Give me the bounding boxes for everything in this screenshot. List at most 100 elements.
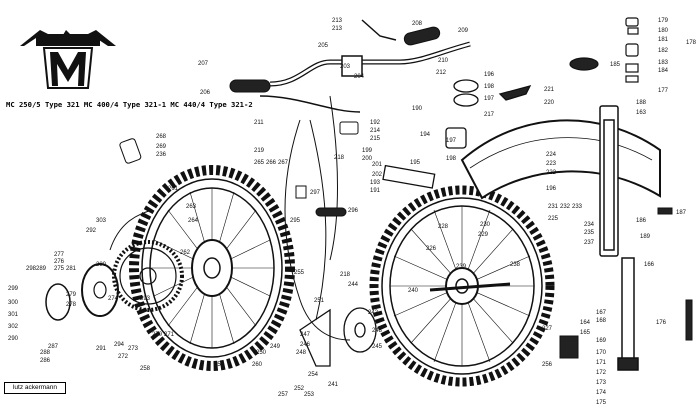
callout-label: 280: [96, 262, 107, 268]
callout-label: 271: [164, 332, 175, 338]
callout-label: 228: [438, 224, 449, 230]
callout-label: 254: [308, 372, 319, 378]
callout-label: 198: [446, 156, 457, 162]
callout-label: 168: [596, 318, 607, 324]
callout-label: 167: [596, 310, 607, 316]
callout-label: 178: [686, 40, 697, 46]
callout-label: 237: [584, 240, 595, 246]
callout-label: 239: [456, 264, 467, 270]
callout-label: 210: [438, 58, 449, 64]
callout-label: 219: [254, 148, 265, 154]
callout-label: 246: [300, 342, 311, 348]
callout-label: 173: [596, 380, 607, 386]
callout-label: 291: [96, 346, 107, 352]
maico-logo: [20, 30, 116, 89]
callout-label: 278: [66, 302, 77, 308]
callout-label: 213: [332, 18, 343, 24]
callout-label: 188: [636, 100, 647, 106]
callout-label: 241: [328, 382, 339, 388]
callout-label: 235: [584, 230, 595, 236]
callout-label: 164: [580, 320, 591, 326]
callout-label: 204: [354, 74, 365, 80]
callout-label: 268: [156, 134, 167, 140]
callout-label: 166: [644, 262, 655, 268]
callout-label: 201: [372, 162, 383, 168]
callout-label: 265: [254, 160, 265, 166]
callout-label: 174: [596, 390, 607, 396]
callout-label: 245: [372, 344, 383, 350]
callout-label: 209: [458, 28, 469, 34]
callout-label: 222: [546, 170, 557, 176]
callout-label: 180: [658, 28, 669, 34]
callout-label: 287: [48, 344, 59, 350]
callout-label: 303: [96, 218, 107, 224]
callout-label: 194: [420, 132, 431, 138]
callout-label: 165: [580, 330, 591, 336]
callout-label: 296: [348, 208, 359, 214]
callout-label: 198: [484, 84, 495, 90]
front-fender: [460, 119, 661, 200]
callout-label: 183: [658, 60, 669, 66]
callout-label: 190: [412, 106, 423, 112]
callout-label: 252: [294, 386, 305, 392]
callout-label: 272: [118, 354, 129, 360]
fork-leg: [599, 105, 639, 371]
callout-label: 218: [340, 272, 351, 278]
brake-parts: [299, 79, 532, 367]
handlebar: [229, 19, 471, 113]
callout-label: 244: [348, 282, 359, 288]
callout-label: 262: [180, 250, 191, 256]
callout-label: 197: [446, 138, 457, 144]
callout-label: 231: [548, 204, 559, 210]
rear-wheel: [129, 165, 295, 371]
callout-label: 184: [658, 68, 669, 74]
callout-label: 258: [140, 366, 151, 372]
callout-label: 230: [480, 222, 491, 228]
callout-label: 267: [278, 160, 289, 166]
callout-label: 200: [362, 156, 373, 162]
callout-label: 225: [548, 216, 559, 222]
callout-label: 186: [636, 218, 647, 224]
callout-label: 257: [278, 392, 289, 398]
callout-label: 187: [676, 210, 687, 216]
callout-label: 224: [546, 152, 557, 158]
callout-label: 213: [332, 26, 343, 32]
callout-label: 171: [596, 360, 607, 366]
callout-label: 163: [636, 110, 647, 116]
callout-label: 199: [362, 148, 373, 154]
callout-label: 288: [40, 350, 51, 356]
callout-label: 256: [542, 362, 553, 368]
callout-label: 260: [252, 362, 263, 368]
callout-label: 266: [266, 160, 277, 166]
callout-label: 205: [318, 43, 329, 49]
callout-label: 286: [40, 358, 51, 364]
callout-label: 217: [484, 112, 495, 118]
callout-label: 214: [370, 128, 381, 134]
callout-label: 289: [36, 266, 47, 272]
callout-label: 223: [546, 161, 557, 167]
callout-label: 276: [54, 259, 65, 265]
callout-label: 218: [334, 155, 345, 161]
front-wheel: [369, 185, 555, 387]
callout-label: 273: [128, 346, 139, 352]
callout-label: 298: [26, 266, 37, 272]
callout-label: 295: [290, 218, 301, 224]
callout-label: 236: [156, 152, 167, 158]
callout-label: 299: [8, 286, 19, 292]
callout-label: 176: [656, 320, 667, 326]
callout-label: 232: [560, 204, 571, 210]
callout-label: 302: [8, 324, 19, 330]
callout-label: 215: [370, 136, 381, 142]
callout-label: 193: [370, 180, 381, 186]
callout-label: 251: [314, 298, 325, 304]
callout-label: 293: [140, 296, 151, 302]
callout-label: 185: [610, 62, 621, 68]
callout-label: 243: [372, 328, 383, 334]
callout-label: 195: [410, 160, 421, 166]
callout-label: 208: [412, 21, 423, 27]
callout-label: 177: [658, 88, 669, 94]
callout-label: 207: [198, 61, 209, 67]
illustrator-credit: lutz ackermann: [4, 382, 66, 394]
small-parts: [119, 121, 693, 359]
